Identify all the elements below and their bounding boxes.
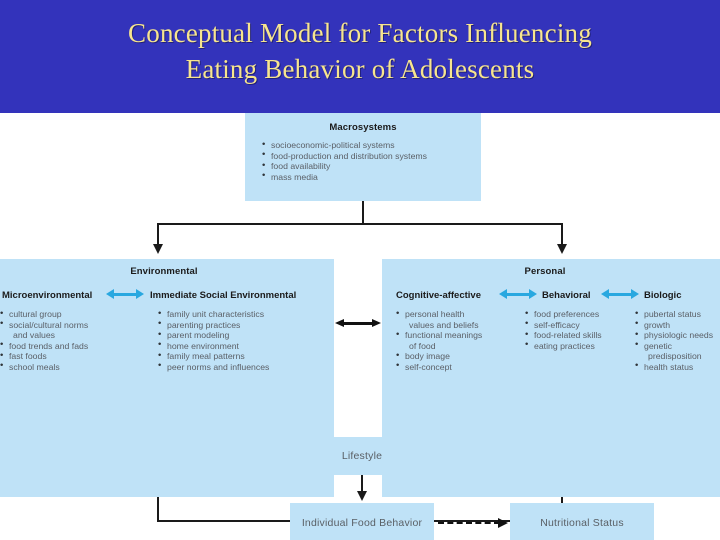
- list-item: home environment: [158, 340, 333, 352]
- arrow-down-to-personal: [557, 244, 567, 254]
- lifestyle-label: Lifestyle: [341, 450, 383, 462]
- list-item: peer norms and influences: [158, 361, 333, 373]
- personal-column-heading-behavioral: Behavioral: [542, 290, 591, 301]
- macrosystems-title: Macrosystems: [329, 122, 397, 133]
- list-item: eating practices: [525, 340, 645, 352]
- conceptual-model-diagram: Macrosystems socioeconomic-political sys…: [0, 113, 720, 540]
- nutritional-status-label: Nutritional Status: [540, 516, 624, 529]
- environmental-column-heading-social: Immediate Social Environmental: [150, 290, 297, 301]
- personal-cognitive-bullet-list: personal health values and beliefs funct…: [396, 309, 536, 373]
- arrow-right-to-nutritional-status: [498, 518, 508, 528]
- list-item: food trends and fads: [0, 340, 150, 352]
- list-item: mass media: [262, 171, 481, 183]
- list-item: family unit characteristics: [158, 309, 333, 320]
- personal-biologic-bullet-list: pubertal status growth physiologic needs…: [635, 309, 720, 373]
- environmental-title: Environmental: [130, 266, 198, 277]
- environmental-column-heading-micro: Microenvironmental: [2, 290, 93, 301]
- list-item: body image: [396, 351, 536, 362]
- micro-to-social-double-arrow-icon: [106, 289, 144, 300]
- personal-column-heading-biologic: Biologic: [644, 290, 682, 301]
- individual-food-behavior-label: Individual Food Behavior: [301, 516, 423, 529]
- personal-title: Personal: [524, 266, 566, 277]
- list-item: cultural group: [0, 309, 150, 320]
- dashed-connector-ifb-to-nutritional-status: [438, 522, 500, 524]
- list-item: socioeconomic-political systems: [262, 140, 481, 151]
- page-title-line-1: Conceptual Model for Factors Influencing: [128, 18, 592, 48]
- list-item: pubertal status: [635, 309, 720, 320]
- list-item: growth: [635, 319, 720, 331]
- list-item: parenting practices: [158, 319, 333, 331]
- list-item: functional meanings: [396, 330, 536, 341]
- macrosystems-box: Macrosystems socioeconomic-political sys…: [245, 113, 481, 201]
- title-banner: Conceptual Model for Factors Influencing…: [0, 0, 720, 113]
- arrow-down-to-environmental: [153, 244, 163, 254]
- list-item-continuation: of food: [409, 340, 436, 351]
- list-item: self-concept: [396, 361, 536, 373]
- list-item: parent modeling: [158, 330, 333, 341]
- individual-food-behavior-box: Individual Food Behavior: [290, 503, 434, 540]
- environmental-micro-bullet-list: cultural group social/cultural norms and…: [0, 309, 150, 373]
- arrow-down-to-individual-food-behavior: [357, 491, 367, 501]
- connector-to-environmental: [157, 223, 159, 246]
- list-item: health status: [635, 361, 720, 373]
- connector-macrosystems-crossbar: [157, 223, 563, 225]
- list-item: self-efficacy: [525, 319, 645, 331]
- list-item: food-production and distribution systems: [262, 150, 481, 162]
- list-item: physiologic needs: [635, 330, 720, 341]
- list-item: fast foods: [0, 351, 150, 362]
- personal-box: Personal Cognitive-affective Behavioral …: [382, 259, 720, 497]
- page-title-line-2: Eating Behavior of Adolescents: [185, 54, 535, 84]
- list-item: food availability: [262, 161, 481, 172]
- list-item: social/cultural norms: [0, 319, 150, 331]
- personal-column-heading-cognitive: Cognitive-affective: [396, 290, 481, 301]
- list-item-continuation: and values: [13, 330, 56, 341]
- list-item-continuation: values and beliefs: [409, 319, 479, 330]
- environmental-box: Environmental Microenvironmental Immedia…: [0, 259, 334, 497]
- personal-behavioral-bullet-list: food preferences self-efficacy food-rela…: [525, 309, 645, 351]
- list-item: school meals: [0, 361, 150, 373]
- list-item: personal health: [396, 309, 536, 320]
- environmental-social-bullet-list: family unit characteristics parenting pr…: [158, 309, 333, 373]
- list-item: food preferences: [525, 309, 645, 320]
- behavioral-to-biologic-double-arrow-icon: [601, 289, 639, 300]
- nutritional-status-box: Nutritional Status: [510, 503, 654, 540]
- cognitive-to-behavioral-double-arrow-icon: [499, 289, 537, 300]
- list-item: food-related skills: [525, 330, 645, 341]
- connector-to-personal: [561, 223, 563, 246]
- macrosystems-bullet-list: socioeconomic-political systems food-pro…: [262, 140, 481, 182]
- connector-macrosystems-stem: [362, 201, 364, 225]
- list-item-continuation: predisposition: [648, 351, 702, 362]
- environmental-personal-double-arrow-icon: [335, 319, 381, 328]
- list-item: family meal patterns: [158, 351, 333, 362]
- page-title: Conceptual Model for Factors Influencing…: [0, 15, 720, 87]
- connector-lifestyle-to-ifb: [361, 475, 363, 493]
- list-item: genetic: [635, 340, 720, 352]
- connector-environmental-down: [157, 497, 159, 522]
- lifestyle-box: Lifestyle: [290, 437, 434, 475]
